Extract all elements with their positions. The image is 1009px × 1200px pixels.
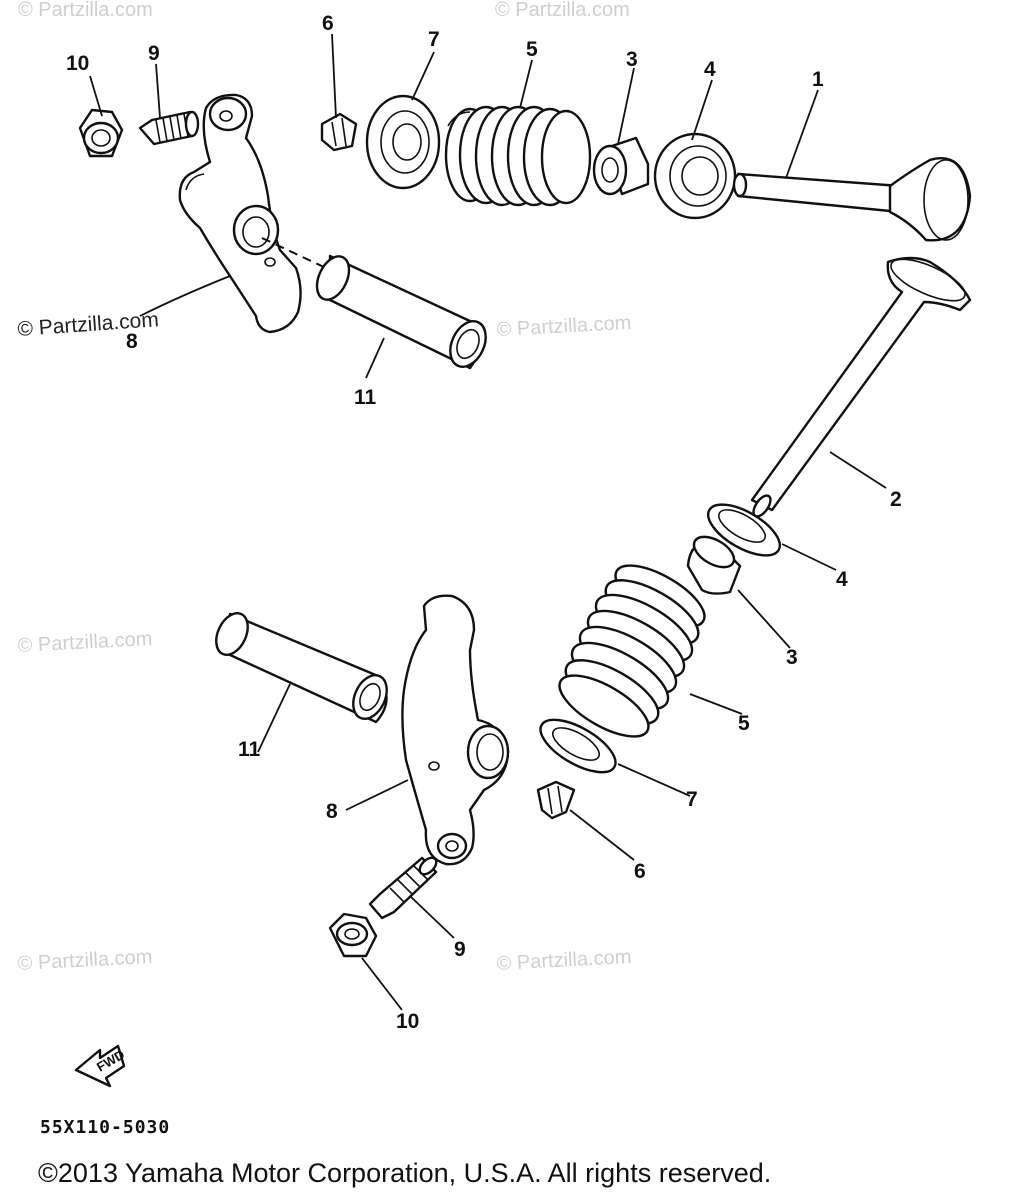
leader-lines bbox=[89, 33, 887, 1011]
copyright-notice: ©2013 Yamaha Motor Corporation, U.S.A. A… bbox=[38, 1158, 771, 1188]
part-11-rocker-shaft-top bbox=[315, 254, 487, 370]
callout-7-bottom: 7 bbox=[686, 788, 698, 811]
part-6-collet-top bbox=[320, 112, 358, 152]
callout-3-bottom: 3 bbox=[786, 646, 798, 669]
part-5-spring-top bbox=[444, 105, 592, 207]
callout-7-top: 7 bbox=[428, 28, 440, 51]
watermark: © Partzilla.com bbox=[17, 946, 153, 975]
part-10-nut-top bbox=[78, 108, 124, 158]
watermark: © Partzilla.com bbox=[17, 628, 153, 657]
watermark: © Partzilla.com bbox=[496, 946, 632, 975]
callout-2: 2 bbox=[890, 488, 902, 511]
callout-8-bottom: 8 bbox=[326, 800, 338, 823]
callout-10-bottom: 10 bbox=[396, 1010, 419, 1033]
callout-labels-bottom: 2 4 3 5 7 6 11 8 9 10 bbox=[238, 488, 902, 1033]
part-2-valve bbox=[750, 256, 972, 518]
callout-8-top: 8 bbox=[126, 330, 138, 353]
part-6-collet-bottom bbox=[536, 780, 576, 820]
part-7-retainer-top bbox=[365, 94, 441, 190]
callout-1: 1 bbox=[812, 68, 824, 91]
part-7-retainer-bottom bbox=[539, 718, 617, 774]
fwd-arrow-icon: FWD bbox=[74, 1044, 127, 1088]
callout-10-top: 10 bbox=[66, 52, 89, 75]
part-9-adjusting-screw-bottom bbox=[368, 856, 438, 920]
drawing-code: 55X110-5030 bbox=[40, 1117, 170, 1138]
callout-4-top: 4 bbox=[704, 58, 716, 81]
part-3-valve-seal-top bbox=[592, 136, 650, 196]
callout-6-bottom: 6 bbox=[634, 860, 646, 883]
part-1-valve bbox=[732, 157, 972, 242]
part-8-rocker-arm-top bbox=[178, 93, 302, 334]
part-4-spring-seat-bottom bbox=[707, 503, 781, 557]
callout-3-top: 3 bbox=[626, 48, 638, 71]
callout-11-top: 11 bbox=[354, 386, 377, 409]
part-5-spring-bottom bbox=[558, 564, 706, 738]
part-9-adjusting-screw-top bbox=[138, 110, 200, 146]
watermark: © Partzilla.com bbox=[495, 0, 630, 21]
callout-11-bottom: 11 bbox=[238, 738, 261, 761]
callout-5-top: 5 bbox=[526, 38, 538, 61]
part-3-valve-seal-bottom bbox=[686, 535, 742, 595]
part-8-rocker-arm-bottom bbox=[401, 594, 510, 866]
watermark: © Partzilla.com bbox=[18, 0, 153, 21]
callout-5-bottom: 5 bbox=[738, 712, 750, 735]
watermark: © Partzilla.com bbox=[496, 312, 632, 341]
part-4-spring-seat-top bbox=[653, 132, 737, 220]
callout-4-bottom: 4 bbox=[836, 568, 848, 591]
part-11-rocker-shaft-bottom bbox=[215, 612, 388, 724]
callout-9-top: 9 bbox=[148, 42, 160, 65]
callout-6-top: 6 bbox=[322, 12, 334, 35]
watermark-overlay: © Partzilla.com bbox=[17, 308, 160, 341]
part-10-nut-bottom bbox=[328, 912, 378, 958]
callout-labels-top: 10 9 6 7 5 3 4 1 8 11 bbox=[66, 12, 824, 409]
callout-9-bottom: 9 bbox=[454, 938, 466, 961]
shaft-centerline-top bbox=[261, 237, 327, 269]
